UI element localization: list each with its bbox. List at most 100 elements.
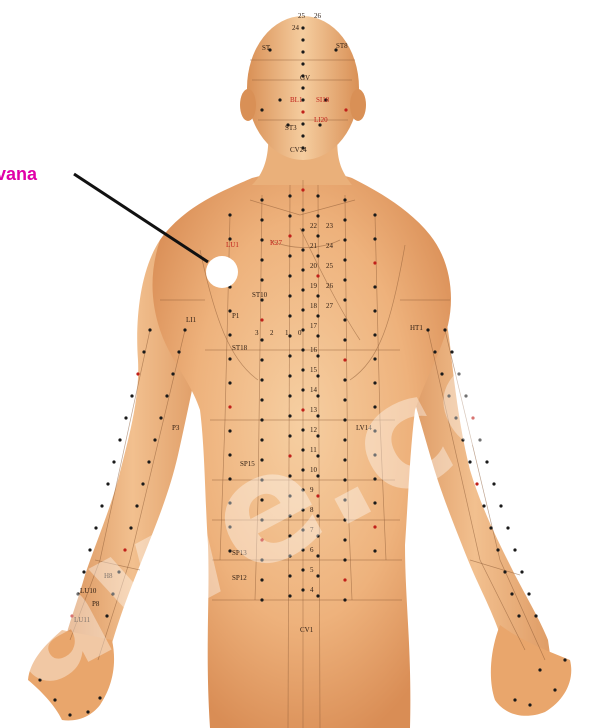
acupoint-dot (301, 122, 304, 125)
acupoint-dot (343, 278, 346, 281)
label-25: 25 (326, 262, 334, 270)
highlight-marker (206, 256, 238, 288)
label-p3: P3 (172, 424, 180, 432)
acupoint-dot (260, 198, 263, 201)
label-st10: ST10 (252, 291, 268, 299)
label-st18: ST18 (232, 344, 248, 352)
acupoint-dot (301, 134, 304, 137)
acupoint-dot (112, 460, 115, 463)
label-24: 24 (326, 242, 334, 250)
label-cv1: CV1 (300, 626, 314, 634)
label-st8: ST8 (336, 42, 348, 50)
label-19: 19 (310, 282, 318, 290)
label-lu1: LU1 (226, 241, 239, 249)
acupoint-dot (288, 214, 291, 217)
acupoint-dot (301, 288, 304, 291)
acupoint-dot (288, 314, 291, 317)
acupoint-dot (301, 328, 304, 331)
label-20: 20 (310, 262, 318, 270)
acupoint-dot (517, 614, 520, 617)
label-ll1: LI1 (186, 316, 197, 324)
label-26: 26 (326, 282, 334, 290)
acupoint-dot (171, 372, 174, 375)
acupoint-dot (373, 261, 376, 264)
acupoint-dot (343, 258, 346, 261)
label-3: 3 (255, 329, 259, 337)
acupoint-dot (136, 372, 139, 375)
acupoint-dot (301, 62, 304, 65)
label-17: 17 (310, 322, 318, 330)
acupoint-dot (130, 394, 133, 397)
label-gv: GV (300, 74, 310, 82)
acupoint-dot (343, 238, 346, 241)
acupoint-dot (288, 374, 291, 377)
acupoint-dot (563, 658, 566, 661)
acupoint-dot (288, 334, 291, 337)
acupoint-dot (301, 268, 304, 271)
acupoint-dot (499, 504, 502, 507)
acupoint-dot (373, 213, 376, 216)
acupoint-dot (528, 703, 531, 706)
label-21: 21 (310, 242, 318, 250)
acupoint-dot (316, 594, 319, 597)
acupoint-dot (316, 374, 319, 377)
acupoint-dot (373, 285, 376, 288)
acupoint-dot (142, 350, 145, 353)
acupoint-dot (86, 710, 89, 713)
acupoint-dot (124, 416, 127, 419)
acupoint-dot (68, 713, 71, 716)
acupoint-dot (510, 592, 513, 595)
acupoint-dot (301, 308, 304, 311)
label-1: 1 (285, 329, 289, 337)
acupoint-dot (260, 258, 263, 261)
acupoint-dot (301, 38, 304, 41)
acupoint-dot (343, 218, 346, 221)
acupoint-dot (316, 274, 319, 277)
label-li20: LI20 (314, 116, 328, 124)
acupoint-dot (301, 50, 304, 53)
acupoint-dot (513, 548, 516, 551)
acupoint-dot (260, 218, 263, 221)
acupoint-dot (260, 338, 263, 341)
acupoint-dot (316, 334, 319, 337)
right-ear (350, 89, 366, 121)
acupoint-dot (118, 438, 121, 441)
acupoint-dot (260, 358, 263, 361)
acupoint-dot (316, 214, 319, 217)
acupoint-dot (301, 248, 304, 251)
label-si18: SI18 (316, 96, 330, 104)
acupoint-dot (316, 314, 319, 317)
label-bl1: BL1 (290, 96, 303, 104)
label-st: ST (262, 44, 271, 52)
acupoint-dot (260, 108, 263, 111)
acupoint-dot (527, 592, 530, 595)
label-25-top: 25 (298, 12, 306, 20)
acupoint-dot (534, 614, 537, 617)
label-p1: P1 (232, 312, 240, 320)
label-22: 22 (310, 222, 318, 230)
acupoint-dot (288, 354, 291, 357)
acupoint-dot (553, 688, 556, 691)
acupoint-dot (520, 570, 523, 573)
acupoint-dot (316, 194, 319, 197)
label-2: 2 (270, 329, 274, 337)
acupoint-dot (301, 26, 304, 29)
acupoint-dot (316, 294, 319, 297)
acupoint-dot (343, 298, 346, 301)
acupoint-dot (301, 208, 304, 211)
label-gv24: 24 (292, 24, 300, 32)
label-26-top: 26 (314, 12, 322, 20)
acupoint-dot (343, 358, 346, 361)
label-16: 16 (310, 346, 318, 354)
acupoint-dot (228, 213, 231, 216)
acupoint-dot (343, 338, 346, 341)
label-15: 15 (310, 366, 318, 374)
acupoint-dot (301, 110, 304, 113)
acupoint-dot (496, 548, 499, 551)
acupoint-dot (343, 318, 346, 321)
acupoint-dot (301, 368, 304, 371)
label-k27: K27 (270, 239, 283, 247)
label-18: 18 (310, 302, 318, 310)
acupoint-dot (228, 357, 231, 360)
